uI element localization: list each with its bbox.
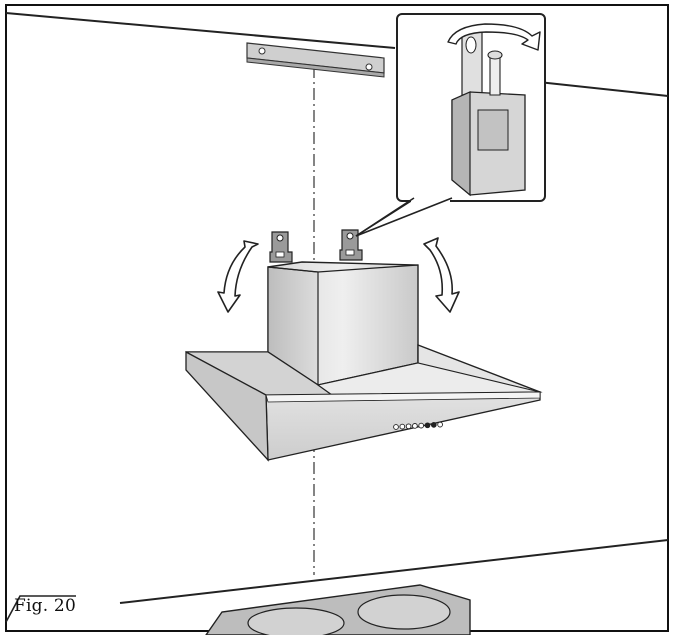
control-button <box>437 421 443 428</box>
caption-leader-line <box>5 595 76 623</box>
cooking-zone <box>357 594 451 630</box>
hanging-hook-right <box>339 229 363 261</box>
countertop-line <box>119 539 669 604</box>
detail-inset <box>355 13 546 237</box>
hook-detail-illustration <box>451 26 526 197</box>
control-button <box>418 422 425 429</box>
bracket-screw-hole <box>365 63 373 71</box>
control-button <box>399 423 406 430</box>
control-button <box>424 422 431 429</box>
control-button <box>405 423 412 430</box>
ceiling-line <box>5 12 396 49</box>
curved-double-arrow-icon <box>217 240 259 313</box>
wall-mounting-bracket <box>246 42 385 78</box>
control-button <box>412 423 418 429</box>
hanging-hook-left <box>269 231 293 263</box>
control-button <box>393 424 399 430</box>
ceiling-line-right <box>528 80 669 97</box>
rotation-arrow-icon <box>447 23 541 51</box>
control-button <box>430 422 437 428</box>
figure-caption: Fig. 20 <box>14 596 76 616</box>
cooktop <box>205 584 471 635</box>
hood-canopy <box>185 343 543 462</box>
cooking-zone <box>247 607 345 635</box>
bracket-screw-hole <box>258 47 266 55</box>
curved-double-arrow-icon <box>423 237 460 313</box>
control-panel <box>393 421 443 430</box>
